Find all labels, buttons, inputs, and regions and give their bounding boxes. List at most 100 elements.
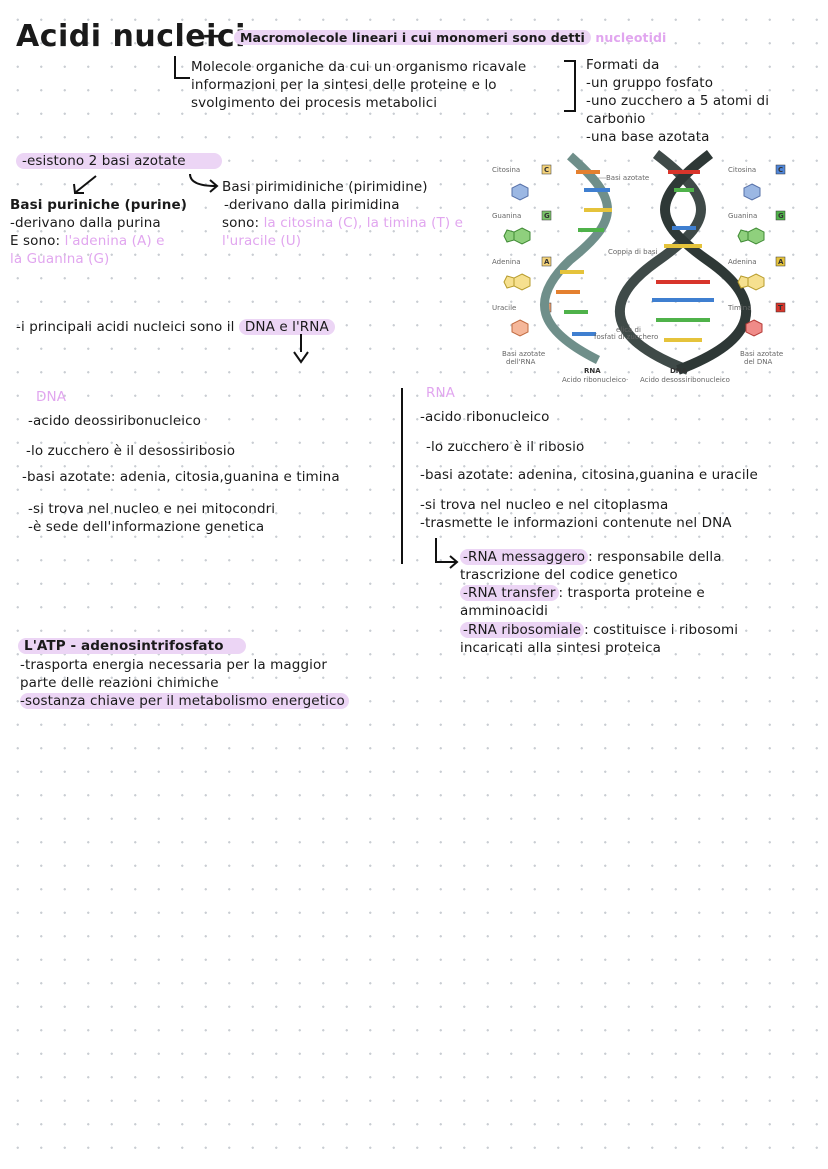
purine-adenina: l'adenina (A) e [64,233,165,249]
fig-dna-strand-2 [660,150,752,375]
rna-type-messaggero-cont: trascrizione del codice genetico [460,567,678,583]
dna-heading: DNA [36,389,67,405]
fig-badge-g-left-text: G [544,212,550,220]
def-bracket-h [174,77,190,79]
fig-badge-c-right-text: C [778,166,783,174]
principali-highlight: DNA e l'RNA [238,319,335,335]
fig-badge-a-right-text: A [778,258,784,266]
fig-badge-a-left-text: A [544,258,550,266]
purine-title: Basi puriniche (purine) [10,197,187,213]
fig-label-guanina-right: Guanina [728,212,757,220]
rna-item-3: -basi azotate: adenina, citosina,guanina… [420,467,758,483]
fig-separator-1: · [626,376,628,384]
atp-line-3-text: -sostanza chiave per il metabolismo ener… [20,693,349,709]
def-line-3: svolgimento dei procesis metabolici [191,95,438,111]
fig-badge-g-left [541,210,552,221]
fig-badge-c-left [541,164,552,175]
fig-coppia: Coppia di basi [608,248,658,256]
fig-dna-sub: Acido desossiribonucleico [640,376,730,384]
fig-guanine-ring2 [503,229,515,243]
purine-derive: -derivano dalla purina [10,215,161,231]
atp-heading: L'ATP - adenosintrifosfato [18,637,246,655]
formati-bracket-v [574,60,576,112]
rna-type-messaggero-desc: : responsabile della [588,549,722,565]
principali-text: -i principali acidi nucleici sono il [16,319,235,335]
pirimidine-uracile: l'uracile (U) [222,233,302,249]
formati-line-4: carbonio [586,111,646,127]
fig-badge-a-left [541,256,552,267]
fig-dna-strand-1 [614,150,706,375]
rna-types-arrow [435,538,459,569]
fig-separator-2: · [722,376,724,384]
rna-item-5: -trasmette le informazioni contenute nel… [420,515,732,531]
fig-thymine-ring [745,319,763,337]
fig-badge-t-text: T [778,304,783,312]
formati-bracket-bottom [564,110,576,112]
fig-badge-g-right [775,210,786,221]
def-bracket-v [174,56,176,78]
pirimidine-sono: sono: la citosina (C), la timina (T) e [222,214,463,232]
fig-label-guanina: Guanina [492,212,521,220]
fig-dna-label: DNA [670,367,688,375]
column-divider [401,388,403,564]
rna-type-ribosomiale-desc: : costituisce i ribosomi [584,622,739,638]
rna-heading: RNA [426,385,456,401]
purine-sono: E sono: l'adenina (A) e [10,232,165,250]
basi-intro-text: -esistono 2 basi azotate [16,153,222,169]
rna-type-transfer-desc: : trasporta proteine e [558,585,705,601]
subtitle-text: Macromolecole lineari i cui monomeri son… [234,30,591,45]
rna-type-messaggero: -RNA messaggero: responsabile della [460,548,722,566]
fig-adenine-right-ring1 [747,273,765,291]
fig-elica-1: elica di [616,326,641,334]
pirimidine-list: la citosina (C), la timina (T) e [263,215,464,231]
principali-line: -i principali acidi nucleici sono il DNA… [16,318,335,336]
dna-item-1: -acido deossiribonucleico [28,413,202,429]
fig-label-adenina-left: Adenina [492,258,521,266]
fig-badge-g-right-text: G [778,212,784,220]
rna-type-messaggero-name: -RNA messaggero [460,549,589,565]
formati-line-1: Formati da [586,57,660,73]
basi-intro: -esistono 2 basi azotate [16,152,222,170]
dna-item-4: -si trova nel nucleo e nei mitocondri [28,501,276,517]
formati-line-2: -un gruppo fosfato [586,75,714,91]
fig-label-citosina: Citosina [492,166,520,174]
rna-item-1: -acido ribonucleico [420,409,550,425]
def-line-2: informazioni per la sintesi delle protei… [191,77,497,93]
def-line-1: Molecole organiche da cui un organismo r… [191,59,527,75]
fig-badge-a-right [775,256,786,267]
atp-heading-text: L'ATP - adenosintrifosfato [18,638,246,654]
fig-rna-label: RNA [584,367,601,375]
pirimidine-derive: -derivano dalla pirimidina [224,197,400,213]
fig-rna-sub: Acido ribonucleico [562,376,626,384]
purine-sono-label: E sono: [10,233,61,249]
arrow-to-purine [73,175,97,194]
pirimidine-sono-label: sono: [222,215,260,231]
fig-uracil-ring [511,319,529,337]
arrow-to-pirimidine [189,173,219,193]
fig-basi-dna-1: Basi azotate [740,350,783,358]
rna-type-ribosomiale: -RNA ribosomiale: costituisce i ribosomi [460,621,738,639]
fig-cytosine-right-ring [743,183,761,201]
dna-item-5: -è sede dell'informazione genetica [28,519,265,535]
fig-cytosine-ring [511,183,529,201]
atp-line-3: -sostanza chiave per il metabolismo ener… [20,692,349,710]
fig-guanine-right-ring2 [737,229,749,243]
rna-type-transfer-cont: amminoacidi [460,603,549,619]
rna-item-2: -lo zucchero è il ribosio [426,439,585,455]
pirimidine-title: Basi pirimidiniche (pirimidine) [222,179,428,195]
dna-rna-figure: Citosina C Guanina G Adenina A Uracile U… [492,150,786,384]
fig-rna-backbone [540,152,612,365]
fig-guanine-ring1 [513,227,531,245]
fig-label-citosina-right: Citosina [728,166,756,174]
fig-label-adenina-right: Adenina [728,258,757,266]
rna-type-ribosomiale-cont: incaricati alla sintesi proteica [460,640,662,656]
atp-line-2: parte delle reazioni chimiche [20,675,219,691]
fig-elica-2: fosfati di zucchero [594,333,658,341]
rna-type-transfer: -RNA transfer: trasporta proteine e [460,584,705,602]
fig-guanine-right-ring1 [747,227,765,245]
formati-line-5: -una base azotata [586,129,710,145]
subtitle-pink: nucleotidi [595,30,667,45]
fig-adenine-ring1 [513,273,531,291]
fig-basi-rna-1: Basi azotate [502,350,545,358]
fig-badge-c-left-text: C [544,166,549,174]
